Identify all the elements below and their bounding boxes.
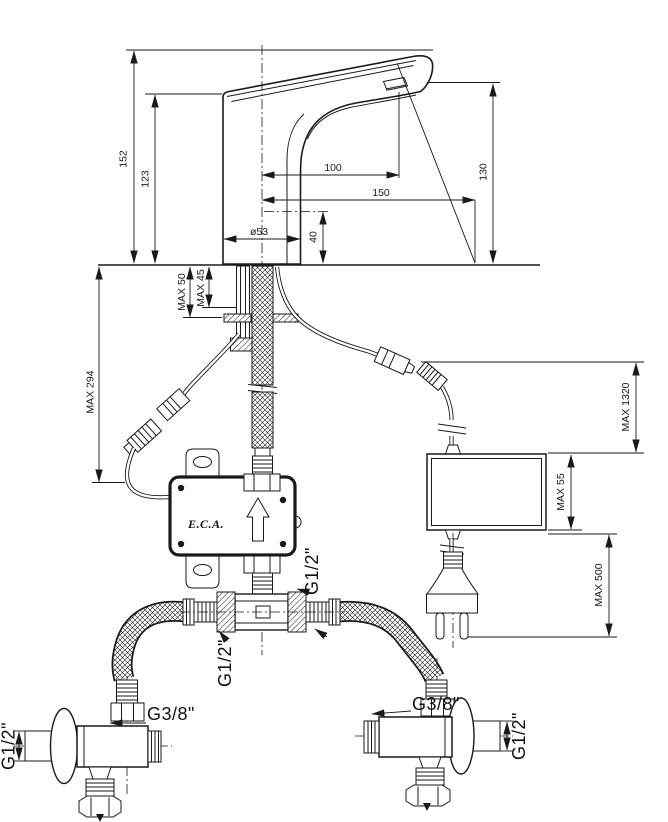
valve-left-inlet-label: G1/2" (0, 722, 19, 770)
supply-hose-vertical (247, 265, 278, 475)
mounting-washer-left (223, 313, 252, 323)
cable-connector-right-b (416, 360, 448, 392)
body-inner-line (286, 113, 305, 264)
box-screw (177, 484, 185, 492)
valve-left-handle (78, 795, 122, 818)
box-screw (177, 540, 185, 548)
box-inlet-nut-top (243, 473, 281, 492)
valve-left-flow-arrow (96, 814, 104, 822)
brand-logo: E.C.A. (187, 517, 224, 531)
dim-152-label: 152 (118, 150, 130, 168)
dim-max1320-label: MAX 1320 (620, 382, 632, 431)
valve-right-inlet-label: G1/2" (509, 712, 529, 760)
dimensions-counter: MAX 50 MAX 45 MAX 294 (85, 266, 237, 483)
sensor-cable-left (123, 332, 241, 500)
aerator-line (385, 84, 407, 90)
cable-break-mark (437, 423, 467, 429)
cable-break-mark2 (437, 429, 467, 435)
valve-left-escutcheon (49, 707, 79, 785)
cable-connector-right-a (373, 346, 416, 376)
valve-right-flow-arrow (423, 803, 431, 811)
power-adapter (426, 444, 547, 540)
flow-direction-arrow (246, 497, 270, 542)
dim-100-label: 100 (324, 162, 342, 174)
box-screw (279, 496, 287, 504)
box-screw (279, 540, 287, 548)
aerator (382, 76, 409, 91)
sensor-cable-right (274, 266, 467, 446)
angle-valve-right: G1/2" G3/8" (355, 658, 529, 811)
mounting-hardware (223, 265, 299, 352)
tee-connector: G1/2" G1/2" (180, 547, 345, 687)
water-stream-line (396, 62, 476, 264)
tee-side-thread-label: G1/2" (215, 639, 235, 687)
dimensions-right: MAX 1320 MAX 55 MAX 500 (421, 361, 644, 638)
dim-130-label: 130 (478, 163, 490, 181)
faucet-body (222, 55, 434, 265)
dim-150-label: 150 (372, 187, 390, 199)
spout-underside-line (307, 94, 417, 140)
power-plug (426, 533, 479, 648)
dim-max50-label: MAX 50 (176, 273, 188, 311)
valve-right-body (378, 716, 453, 758)
dimensions-top: 152 123 100 150 130 ø53 40 (118, 49, 500, 264)
spout-edge-line (226, 60, 417, 97)
cable-connector-left-a (156, 387, 191, 422)
dim-40-label: 40 (308, 231, 320, 243)
dim-max45-label: MAX 45 (195, 269, 207, 307)
valve-right-outlet-label: G3/8" (412, 694, 460, 714)
valve-right-handle (405, 784, 451, 807)
cable-connector-left-b (123, 418, 163, 456)
plug-pin-right (459, 612, 469, 640)
plug-pin-left (435, 612, 445, 640)
tee-top-thread-label: G1/2" (302, 547, 322, 595)
box-outlet-nut-bottom (243, 555, 281, 574)
valve-left-outlet-label: G3/8" (147, 704, 195, 724)
dim-max294-label: MAX 294 (85, 370, 97, 413)
valve-left-body (76, 725, 149, 768)
dim-max55-label: MAX 55 (555, 473, 567, 511)
angle-valve-left: G1/2" G3/8" (0, 676, 195, 822)
dim-123-label: 123 (140, 170, 152, 188)
dim-max500-label: MAX 500 (593, 563, 605, 606)
dim-dia53-label: ø53 (250, 226, 268, 238)
control-box: E.C.A. (168, 448, 302, 595)
valve-left-outlet-nut (110, 702, 145, 722)
box-side-boss (294, 515, 302, 529)
